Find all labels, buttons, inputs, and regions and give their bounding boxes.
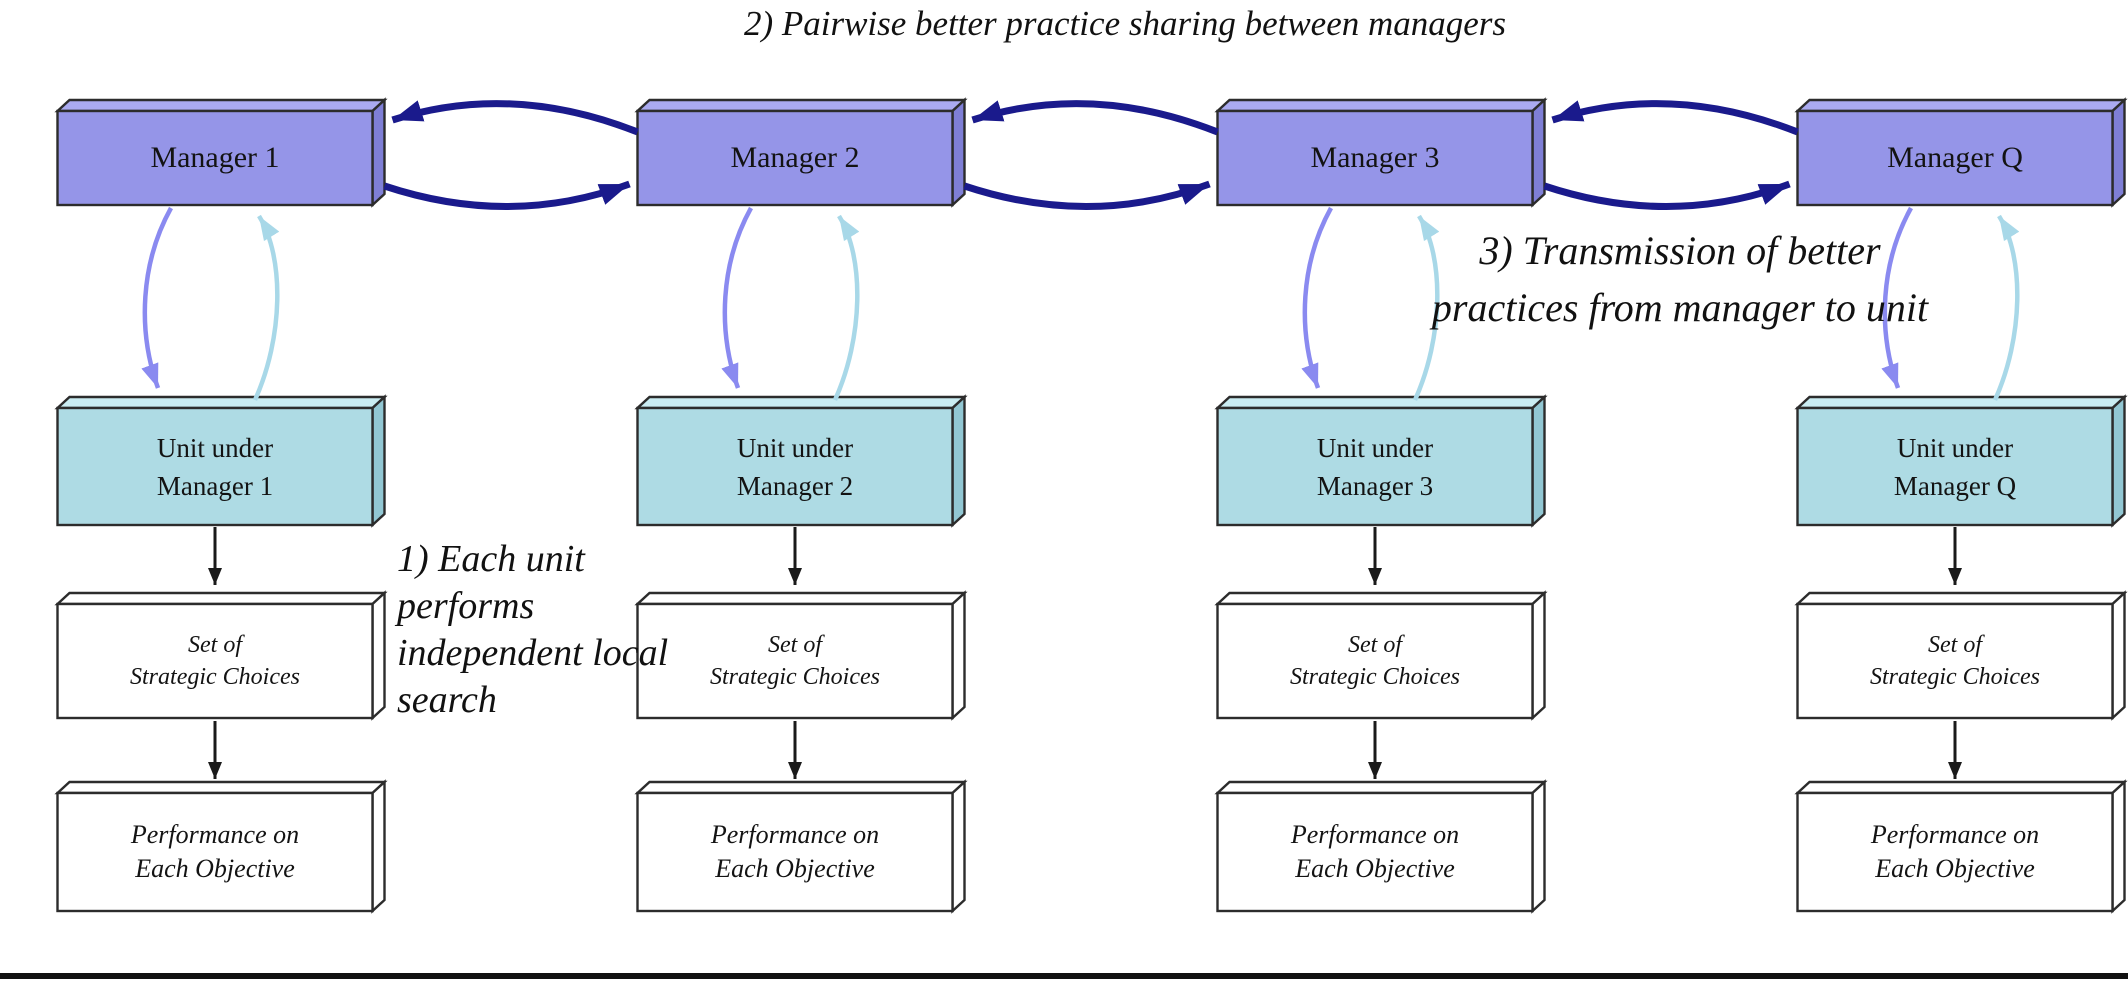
annotation-line: 1) Each unit (397, 538, 585, 580)
performance-box (1214, 779, 1548, 914)
diagram-title: 2) Pairwise better practice sharing betw… (743, 4, 1507, 43)
manager-box (54, 97, 388, 208)
performance-box (1794, 779, 2128, 914)
annotation-local-search: 1) Each unit performs independent local … (397, 536, 727, 724)
manager-to-unit-arrow (1881, 206, 1913, 389)
annotation-transmission: 3) Transmission of better practices from… (1430, 222, 1930, 336)
manager-box (634, 97, 968, 208)
unit-to-manager-arrow (1992, 214, 2020, 401)
unit-box (634, 394, 968, 528)
annotation-line: manager to unit (1672, 285, 1929, 330)
manager-to-unit-arrow (1301, 206, 1333, 389)
annotation-line: performs (397, 585, 535, 627)
annotation-line: better practices from (1431, 228, 1881, 330)
strategic-choices-box (1214, 590, 1548, 721)
strategic-choices-box (54, 590, 388, 721)
manager-sharing-arrow-right (963, 180, 1211, 210)
unit-to-manager-arrow (1412, 214, 1440, 401)
strategic-choices-box (1794, 590, 2128, 721)
annotation-line: local search (397, 632, 669, 721)
manager-to-unit-arrow (141, 206, 173, 389)
unit-to-manager-arrow (832, 214, 860, 401)
manager-sharing-arrow-right (1543, 180, 1791, 210)
strategic-choices-box (634, 590, 968, 721)
bottom-rule (0, 973, 2128, 979)
manager-to-unit-arrow (721, 206, 753, 389)
manager-sharing-arrow-left (971, 100, 1219, 136)
annotation-line: 3) Transmission of (1479, 228, 1778, 273)
unit-to-manager-arrow (252, 214, 280, 401)
performance-box (54, 779, 388, 914)
manager-sharing-arrow-right (383, 180, 631, 210)
annotation-line: independent (397, 632, 583, 674)
unit-box (54, 394, 388, 528)
unit-box (1794, 394, 2128, 528)
manager-sharing-arrow-left (1551, 100, 1799, 136)
manager-box (1214, 97, 1548, 208)
manager-sharing-arrow-left (391, 100, 639, 136)
performance-box (634, 779, 968, 914)
manager-box (1794, 97, 2128, 208)
unit-box (1214, 394, 1548, 528)
